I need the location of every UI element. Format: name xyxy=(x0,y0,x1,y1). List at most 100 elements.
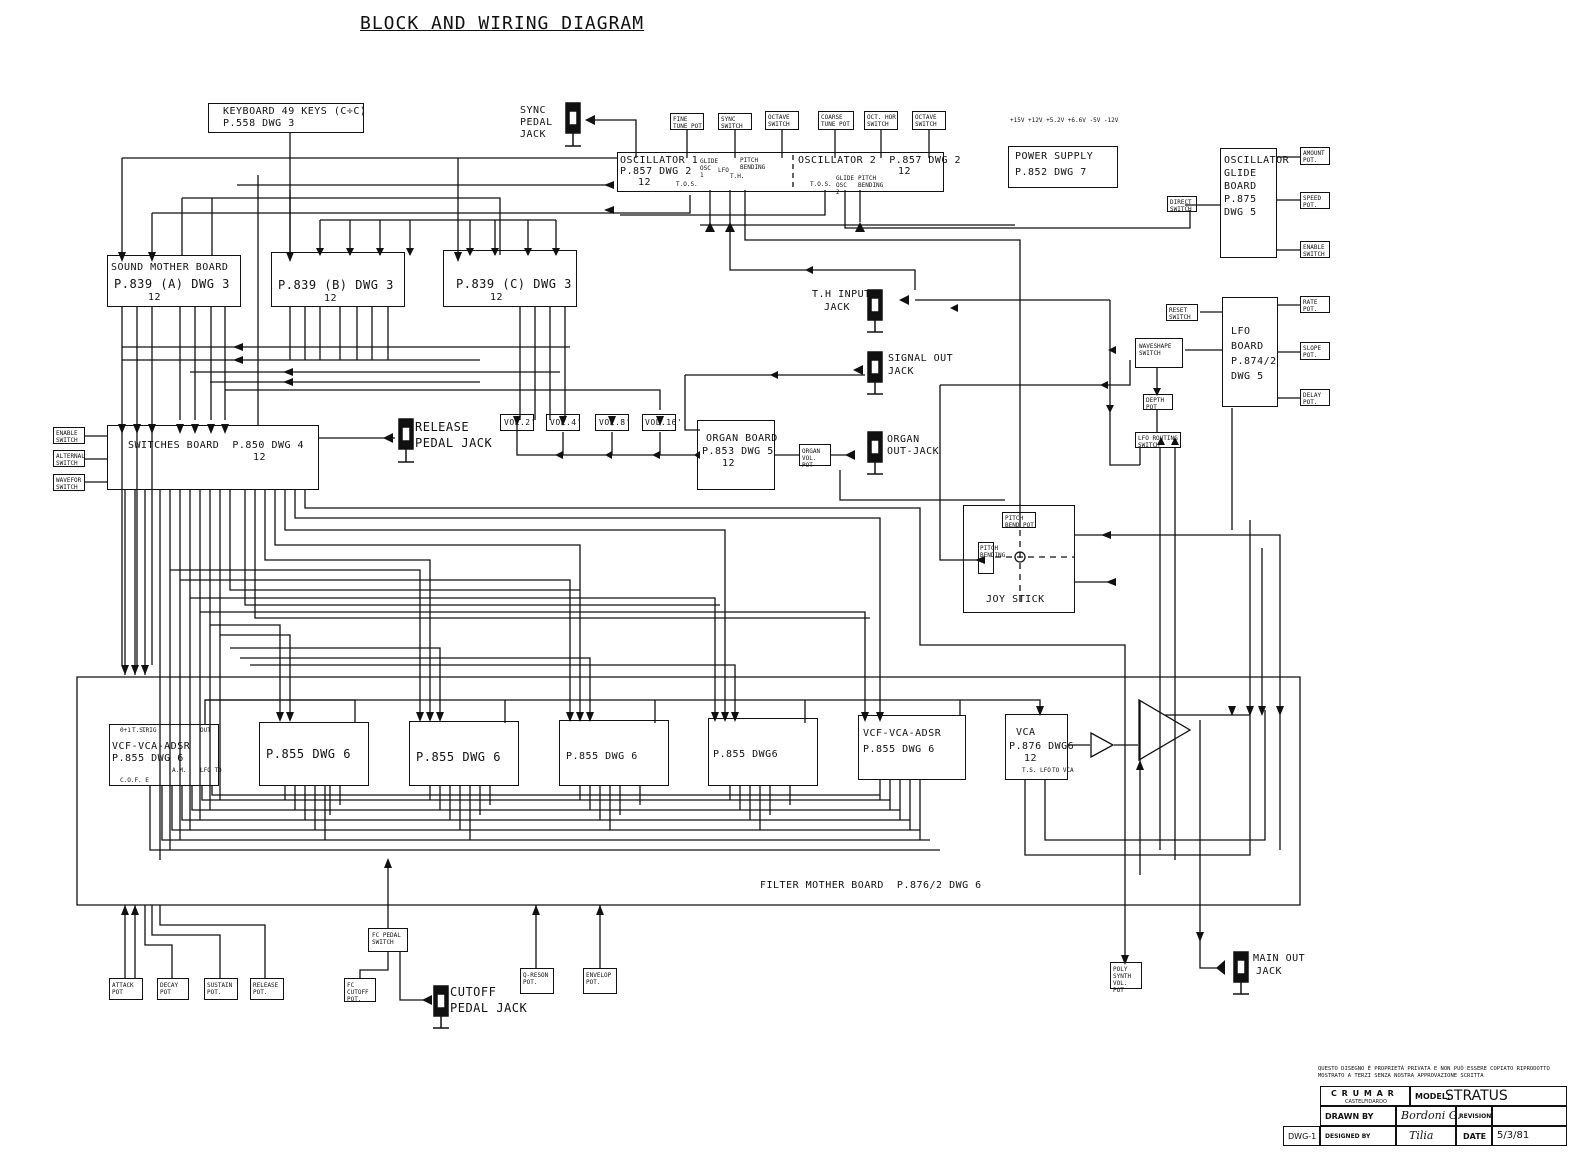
glide-label-3: BOARD xyxy=(1224,181,1257,192)
osc2-glide: GLIDE OSC 2 xyxy=(836,175,855,196)
vcf1-pin-bot-6: LFO TO xyxy=(200,767,222,774)
vca-pin-2: LFO xyxy=(1040,767,1051,774)
joystick-label: JOY STICK xyxy=(986,594,1045,605)
waveshape-switch: WAVESHAPE SWITCH xyxy=(1135,338,1183,368)
designed-by-cell: Tilia xyxy=(1396,1126,1456,1146)
organ-board-label: ORGAN BOARD xyxy=(706,433,778,444)
mother-b-dwg: P.839 (B) DWG 3 xyxy=(278,278,394,292)
th-input-label-2: JACK xyxy=(824,302,851,313)
sound-mother-board-a: SOUND MOTHER BOARD P.839 (A) DWG 3 12 xyxy=(107,255,241,307)
osc2-12: 12 xyxy=(898,166,912,177)
revision-label-cell: REVISION xyxy=(1456,1106,1492,1126)
octave-switch-2: OCTAVE SWITCH xyxy=(912,111,946,130)
direct-switch: DIRECT SWITCH xyxy=(1167,196,1197,213)
cutoff-pedal-label-1: CUTOFF xyxy=(450,985,497,999)
lfo-label-2: BOARD xyxy=(1231,341,1264,352)
lfo-label-1: LFO xyxy=(1231,326,1251,337)
coarse-tune-pot: COARSE TUNE POT xyxy=(818,111,854,130)
q-reson-pot: Q-RESON POT. xyxy=(520,968,554,994)
vol-4-pot: VOL.4' xyxy=(546,414,581,431)
date-value: 5/3/81 xyxy=(1497,1130,1530,1141)
osc1-glide: GLIDE OSC 1 xyxy=(700,158,719,179)
vol-16-pot: VOL.16' xyxy=(642,414,682,431)
designed-by-label: DESIGNED BY xyxy=(1325,1133,1371,1140)
vcf1-pin-3: TRIG xyxy=(142,727,157,734)
keyboard-block: KEYBOARD 49 KEYS (C÷C) P.558 DWG 3 xyxy=(208,103,366,133)
vcf1-pin-bot-1: C.O.F. E xyxy=(120,777,149,784)
date-label-cell: DATE xyxy=(1456,1126,1492,1146)
keyboard-dwg: P.558 DWG 3 xyxy=(223,118,295,129)
sync-pedal-label-1: SYNC xyxy=(520,105,547,116)
oct-hor-switch: OCT. HOR SWITCH xyxy=(864,111,898,130)
vcf1-out: OUT xyxy=(200,727,211,734)
notice-line-1: QUESTO DISEGNO È PROPRIETÀ PRIVATA E NON… xyxy=(1318,1066,1550,1072)
decay-pot: DECAY POT xyxy=(157,978,189,1000)
mother-a-label: SOUND MOTHER BOARD xyxy=(111,262,229,273)
mother-c-dwg: P.839 (C) DWG 3 xyxy=(456,277,572,291)
glide-label-1: OSCILLATOR xyxy=(1224,155,1290,166)
pitch-bend-pot: PITCH BEND POT xyxy=(1002,512,1036,529)
mother-c-12: 12 xyxy=(490,292,504,303)
vcf1-dwg: P.855 DWG 6 xyxy=(112,753,184,764)
mother-b-12: 12 xyxy=(324,293,338,304)
signal-out-label-2: JACK xyxy=(888,366,915,377)
vca-pin-3: TO VCA xyxy=(1052,767,1074,774)
vca-dwg: P.876 DWG6 xyxy=(1009,741,1075,752)
fc-cutoff-pot: FC CUTOFF POT. xyxy=(344,978,376,1003)
drawn-by-value: Bordoni G. xyxy=(1401,1109,1461,1122)
vcf-board-3: P.855 DWG 6 xyxy=(409,721,519,786)
organ-out-label-2: OUT-JACK xyxy=(887,446,940,457)
speed-pot: SPEED POT. xyxy=(1300,192,1330,209)
date-cell: 5/3/81 xyxy=(1492,1126,1567,1146)
glide-enable-switch: ENABLE SWITCH xyxy=(1300,241,1330,258)
envelop-pot: ENVELOP POT. xyxy=(583,968,617,994)
vcf4-label: P.855 DWG 6 xyxy=(566,751,638,762)
release-pot: RELEASE POT. xyxy=(250,978,284,1000)
vcf-board-2: P.855 DWG 6 xyxy=(259,722,369,786)
vcf3-label: P.855 DWG 6 xyxy=(416,750,501,764)
vcf2-label: P.855 DWG 6 xyxy=(266,747,351,761)
amount-pot: AMOUNT POT. xyxy=(1300,147,1330,165)
depth-pot: DEPTH POT xyxy=(1143,394,1173,411)
mother-a-dwg: P.839 (A) DWG 3 xyxy=(114,277,230,291)
drawn-by-label: DRAWN BY xyxy=(1325,1112,1374,1121)
joystick-block: JOY STICK xyxy=(963,505,1075,613)
delay-pot: DELAY POT. xyxy=(1300,389,1330,406)
waveform-switch: WAVEFOR SWITCH xyxy=(53,474,85,491)
oscillator-block: OSCILLATOR 1 P.857 DWG 2 12 T.O.S. OSCIL… xyxy=(617,152,961,196)
glide-label-5: DWG 5 xyxy=(1224,207,1257,218)
vca-pin-1: T.S. xyxy=(1022,767,1037,774)
glide-label-4: P.875 xyxy=(1224,194,1257,205)
octave-switch-1: OCTAVE SWITCH xyxy=(765,111,799,130)
dwg-value: DWG-1 xyxy=(1288,1132,1317,1141)
mother-a-12: 12 xyxy=(148,292,162,303)
fine-tune-pot: FINE TUNE POT xyxy=(670,113,704,130)
designed-by-label-cell: DESIGNED BY xyxy=(1320,1126,1396,1146)
pitch-bending-pot: PITCH BENDING xyxy=(978,542,1005,574)
enable-switch: ENABLE SWITCH xyxy=(53,427,85,444)
vca-12: 12 xyxy=(1024,753,1038,764)
vcf-board-5: P.855 DWG6 xyxy=(708,718,818,786)
osc2-tos: T.O.S. xyxy=(810,181,832,188)
organ-board-dwg: P.853 DWG 5 xyxy=(702,446,774,457)
slope-pot: SLOPE POT. xyxy=(1300,342,1330,360)
model-value: STRATUS xyxy=(1445,1088,1508,1104)
drawn-by-cell: Bordoni G. xyxy=(1396,1106,1461,1126)
vcf-board-4: P.855 DWG 6 xyxy=(559,720,669,786)
vcf1-label: VCF-VCA-ADSR xyxy=(112,741,191,752)
sync-pedal-label-2: PEDAL xyxy=(520,117,553,128)
organ-board-12: 12 xyxy=(722,458,736,469)
notice-line-2: MOSTRATO A TERZI SENZA NOSTRA APPROVAZIO… xyxy=(1318,1073,1484,1079)
vca-label: VCA xyxy=(1016,727,1036,738)
osc1-dwg: P.857 DWG 2 xyxy=(620,166,692,177)
switches-board-12: 12 xyxy=(253,452,267,463)
vcf6-label: VCF-VCA-ADSR xyxy=(863,728,942,739)
cutoff-pedal-label-2: PEDAL JACK xyxy=(450,1001,528,1015)
organ-board-block: ORGAN BOARD P.853 DWG 5 12 xyxy=(697,420,778,490)
main-out-label-1: MAIN OUT xyxy=(1253,953,1306,964)
release-pedal-label-1: RELEASE xyxy=(415,420,470,434)
osc1-lfo: LFO xyxy=(718,167,729,174)
power-dwg: P.852 DWG 7 xyxy=(1015,167,1087,178)
model-label: MODEL: xyxy=(1415,1092,1451,1101)
release-pedal-label-2: PEDAL JACK xyxy=(415,436,493,450)
